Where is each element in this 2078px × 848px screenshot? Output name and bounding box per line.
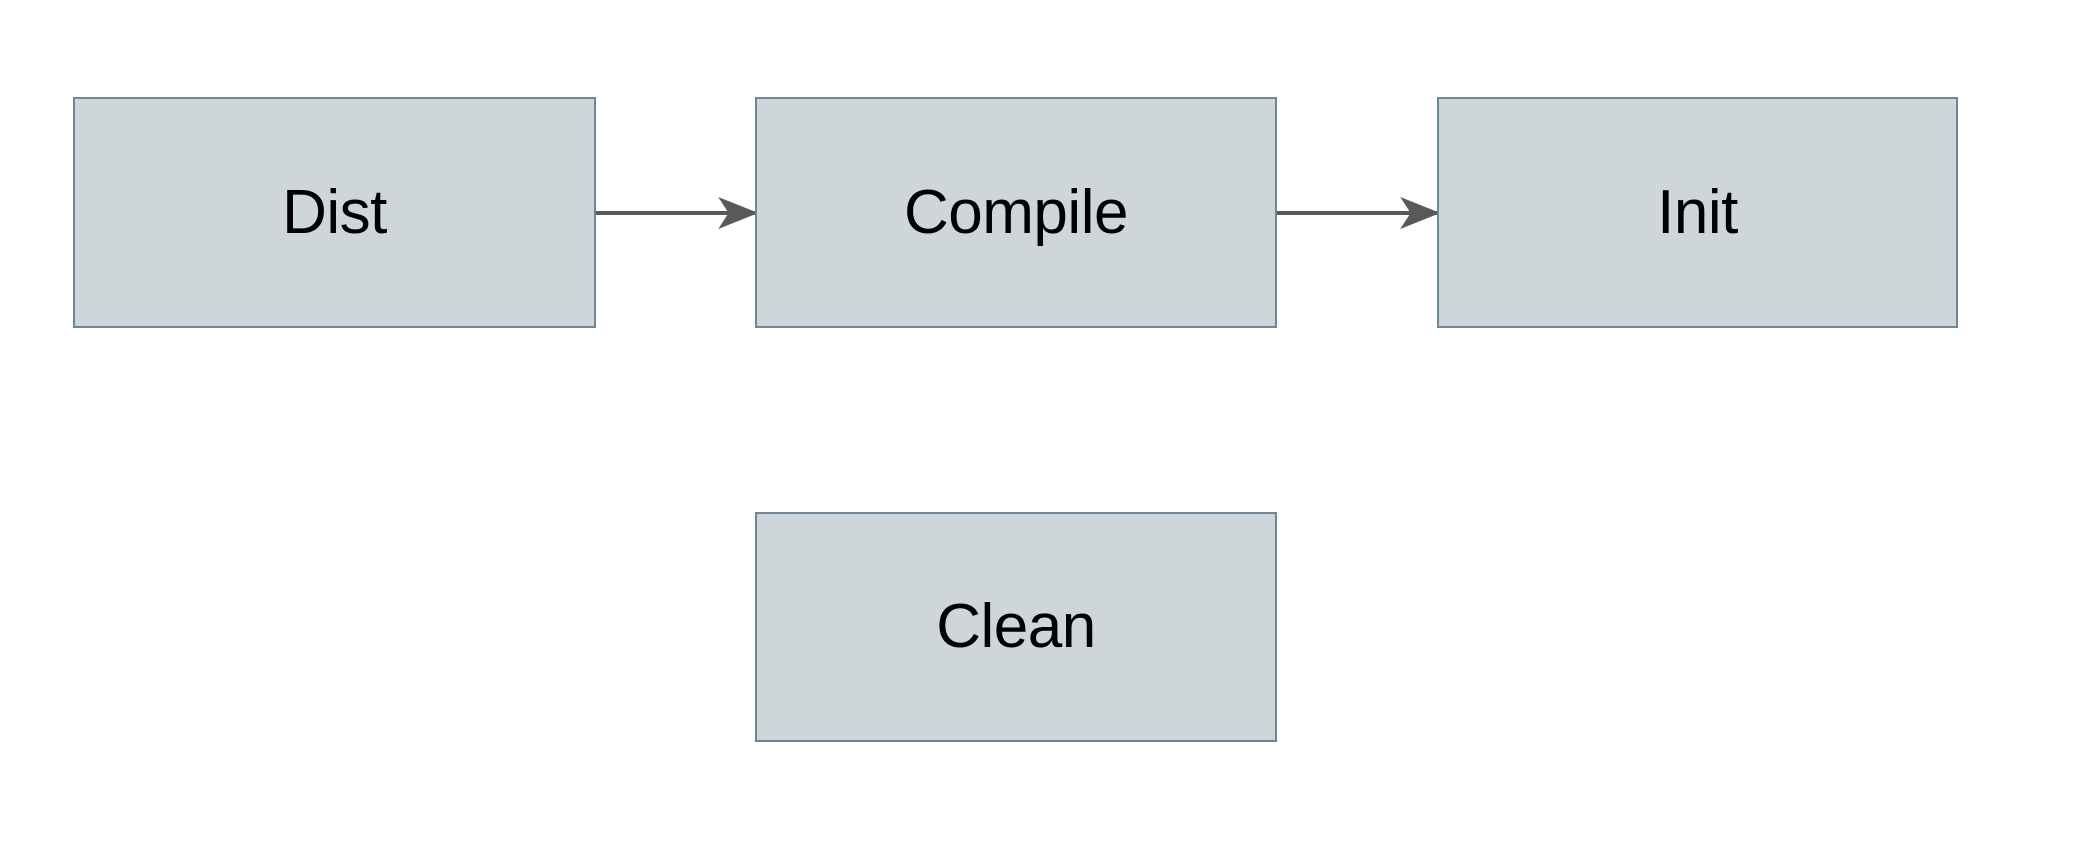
node-clean-label: Clean xyxy=(936,592,1096,661)
node-clean[interactable]: Clean xyxy=(755,512,1277,742)
node-compile[interactable]: Compile xyxy=(755,97,1277,328)
node-dist-label: Dist xyxy=(282,177,387,247)
node-dist[interactable]: Dist xyxy=(73,97,596,328)
edge-hittarget-compile-to-init[interactable] xyxy=(1277,198,1437,228)
node-compile-label: Compile xyxy=(904,177,1128,247)
node-init-label: Init xyxy=(1657,177,1738,247)
node-init[interactable]: Init xyxy=(1437,97,1958,328)
edge-hittarget-dist-to-compile[interactable] xyxy=(596,198,755,228)
